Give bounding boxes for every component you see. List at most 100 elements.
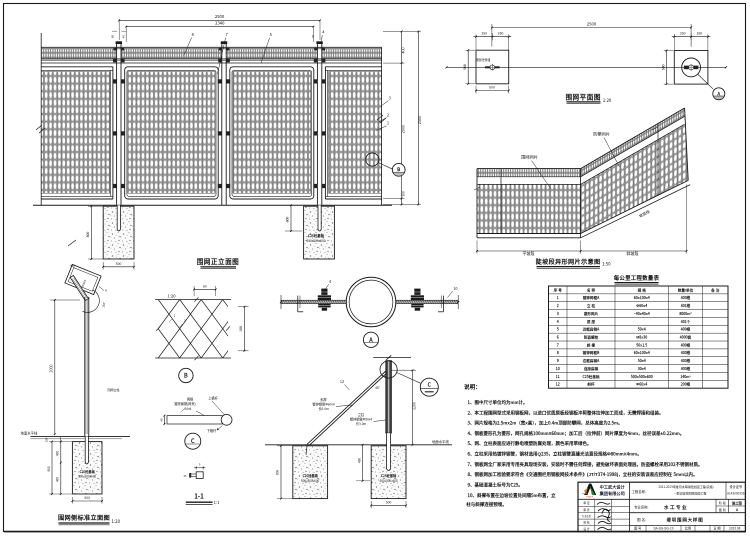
svg-text:4: 4 <box>329 280 331 285</box>
svg-text:镀锌钢管Φ80x4: 镀锌钢管Φ80x4 <box>350 417 372 422</box>
svg-text:A142000335: A142000335 <box>727 491 745 496</box>
svg-text:5、网、立柱表面应进行静电喷塑防腐处理，颜色采用草绿色。: 5、网、立柱表面应进行静电喷塑防腐处理，颜色采用草绿色。 <box>467 440 592 447</box>
svg-text:1:50: 1:50 <box>602 262 611 268</box>
svg-text:400: 400 <box>401 47 406 53</box>
svg-text:围网平面图: 围网平面图 <box>565 92 600 102</box>
svg-text:立 柱: 立 柱 <box>587 303 596 309</box>
svg-text:边框扁钢A: 边框扁钢A <box>582 358 600 364</box>
svg-text:3: 3 <box>389 95 391 101</box>
svg-text:100x60: 100x60 <box>80 279 87 289</box>
svg-text:1: 1 <box>174 314 176 318</box>
svg-text:2: 2 <box>557 303 559 309</box>
svg-text:2500: 2500 <box>215 14 225 20</box>
svg-text:5: 5 <box>270 32 272 38</box>
svg-text:2000: 2000 <box>401 125 406 133</box>
svg-text:底 座: 底 座 <box>586 319 596 325</box>
svg-text:审 查: 审 查 <box>583 508 590 512</box>
svg-text:A: A <box>735 507 739 512</box>
svg-text:6: 6 <box>557 335 559 341</box>
svg-text:专业名称:: 专业名称: <box>634 504 649 509</box>
svg-text:400根: 400根 <box>680 358 691 364</box>
svg-text:10: 10 <box>556 366 560 372</box>
svg-text:连接扁钢: 连接扁钢 <box>583 366 599 372</box>
svg-text:7、钢板网全厂家采用专用夹具现场安装，安装时不需任何焊接，避: 7、钢板网全厂家采用专用夹具现场安装，安装时不需任何焊接，避免破坏表面处理层。防… <box>468 461 703 468</box>
svg-text:1、图中尺寸单位均为mm计。: 1、图中尺寸单位均为mm计。 <box>468 399 528 406</box>
svg-text:3、网片规格为2.5mx2m（宽x高），加上0.4m顶部防攀: 3、网片规格为2.5mx2m（宽x高），加上0.4m顶部防攀网，总体高度为2.5… <box>468 420 623 427</box>
svg-text:钢管砼预埋: 钢管砼预埋 <box>476 57 491 62</box>
svg-text:~40x40x4: ~40x40x4 <box>634 311 650 317</box>
svg-text:500x500x600: 500x500x600 <box>306 238 325 243</box>
svg-text:250: 250 <box>498 31 504 36</box>
svg-text:设计证号: 设计证号 <box>729 484 742 489</box>
svg-text:11: 11 <box>556 374 560 380</box>
svg-text:2023.08: 2023.08 <box>729 526 741 531</box>
svg-text:45: 45 <box>311 35 315 39</box>
svg-text:800: 800 <box>47 466 51 471</box>
svg-text:围网侧标准立面图: 围网侧标准立面图 <box>58 513 110 522</box>
svg-text:400: 400 <box>56 477 60 482</box>
svg-text:2000: 2000 <box>49 365 54 373</box>
svg-text:1: 1 <box>184 319 186 323</box>
svg-text:B: B <box>184 372 188 380</box>
svg-text:400根: 400根 <box>680 295 691 301</box>
svg-text:坡度线: 坡度线 <box>638 209 651 220</box>
svg-text:上横杆: 上横杆 <box>208 395 218 400</box>
svg-text:500x500x600: 500x500x600 <box>301 479 319 483</box>
svg-text:800: 800 <box>85 232 90 238</box>
svg-text:施工图: 施工图 <box>732 500 743 505</box>
svg-text:100: 100 <box>400 191 405 197</box>
svg-text:两根: 两根 <box>187 397 194 402</box>
svg-text:12: 12 <box>340 380 344 385</box>
svg-text:600: 600 <box>285 217 290 223</box>
svg-text:C: C <box>191 437 195 445</box>
svg-text:斜坡段: 斜坡段 <box>627 250 639 257</box>
svg-text:2: 2 <box>387 112 390 118</box>
svg-text:A: A <box>716 90 720 97</box>
svg-text:500: 500 <box>84 495 90 500</box>
svg-text:500: 500 <box>386 500 392 505</box>
svg-text:C: C <box>428 382 432 389</box>
svg-text:40: 40 <box>159 418 163 422</box>
svg-text:500: 500 <box>489 85 495 90</box>
svg-text:陡坡段异形网片示意图: 陡坡段异形网片示意图 <box>536 257 601 266</box>
svg-text:50x4: 50x4 <box>638 358 646 364</box>
svg-text:A: A <box>368 336 373 344</box>
svg-text:1: 1 <box>557 295 559 301</box>
svg-text:SA-SG-SG-19: SA-SG-SG-19 <box>654 526 674 531</box>
svg-text:THWDA: THWDA <box>586 496 594 499</box>
svg-text:500x500x600: 500x500x600 <box>380 479 398 483</box>
svg-text:8: 8 <box>192 32 195 38</box>
svg-text:规 格: 规 格 <box>638 287 647 293</box>
svg-text:400: 400 <box>69 263 75 269</box>
svg-text:说明：: 说明： <box>464 383 481 391</box>
svg-text:长6.0m: 长6.0m <box>318 406 329 411</box>
svg-text:500: 500 <box>661 64 666 70</box>
svg-text:1:1: 1:1 <box>214 500 220 506</box>
svg-text:图 别: 图 别 <box>719 507 726 512</box>
svg-text:10、斜撑布置在边坡位置处间隔5m布置，立: 10、斜撑布置在边坡位置处间隔5m布置，立 <box>468 492 556 499</box>
svg-text:2500: 2500 <box>418 116 423 124</box>
svg-text:150°: 150° <box>101 302 106 308</box>
svg-text:500x500x600: 500x500x600 <box>631 374 653 380</box>
svg-text:堤坝围网大样图: 堤坝围网大样图 <box>666 516 703 523</box>
svg-text:9: 9 <box>105 289 107 293</box>
svg-text:1:20: 1:20 <box>603 98 612 104</box>
svg-text:斜 撑: 斜 撑 <box>586 342 596 348</box>
svg-text:4: 4 <box>322 30 325 36</box>
svg-text:7: 7 <box>226 32 229 38</box>
svg-text:60x100x4: 60x100x4 <box>634 350 650 356</box>
svg-text:水工专业: 水工专业 <box>664 504 688 511</box>
svg-text:8000m²: 8000m² <box>679 311 692 317</box>
svg-text:50x4: 50x4 <box>185 406 192 411</box>
svg-text:下横杆: 下横杆 <box>207 428 217 433</box>
svg-text:审 定: 审 定 <box>583 501 590 505</box>
svg-text:60x100x4: 60x100x4 <box>634 295 650 301</box>
svg-text:45: 45 <box>184 474 187 478</box>
svg-text:斜杆: 斜杆 <box>586 382 595 388</box>
svg-text:500: 500 <box>462 64 467 70</box>
svg-text:2021-2023年陡河水库除险加固工程(实施): 2021-2023年陡河水库除险加固工程(实施) <box>658 484 713 489</box>
svg-text:1-1: 1-1 <box>194 491 204 501</box>
svg-text:M8x30: M8x30 <box>636 335 647 341</box>
svg-text:5: 5 <box>199 462 201 466</box>
svg-text:9、基础混凝土标号为C25。: 9、基础混凝土标号为C25。 <box>468 482 523 489</box>
